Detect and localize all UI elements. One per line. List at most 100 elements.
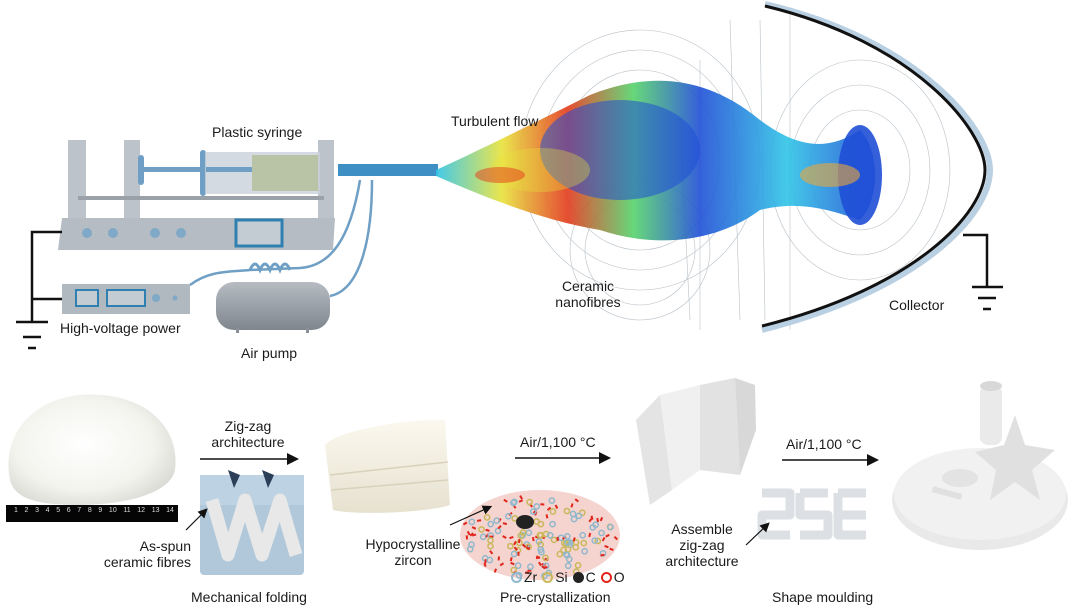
knob xyxy=(82,228,92,238)
atom xyxy=(580,539,588,547)
ruler-tick-label: 8 xyxy=(87,507,92,514)
pump-tube xyxy=(329,179,374,298)
atom xyxy=(513,540,517,546)
annotation-assemble-line3: architecture xyxy=(665,553,739,569)
atom xyxy=(535,556,541,560)
atom xyxy=(525,571,530,575)
atom xyxy=(493,517,501,525)
ruler-tick-label: 5 xyxy=(56,507,61,514)
moulded-products-photo xyxy=(892,381,1068,550)
atom xyxy=(598,529,605,537)
label-collector: Collector xyxy=(889,297,945,313)
atom xyxy=(604,544,609,549)
atom xyxy=(493,568,498,573)
ruler-tick-label: 6 xyxy=(66,507,71,514)
atom xyxy=(538,561,542,567)
caption-pre-crystallization: Pre-crystallization xyxy=(500,589,611,605)
atom xyxy=(533,503,541,510)
annotation-as-spun-line2: ceramic fibres xyxy=(103,554,191,570)
atom xyxy=(476,519,482,522)
pointer-assemble xyxy=(745,522,770,546)
ruler-tick-label: 11 xyxy=(123,507,131,514)
ruler-tick-label: 14 xyxy=(166,507,174,514)
annotation-as-spun-line1: As-spun xyxy=(139,538,191,554)
atom xyxy=(574,562,582,569)
atom xyxy=(542,554,549,562)
atom xyxy=(487,537,494,544)
atom xyxy=(570,503,574,508)
atom xyxy=(486,556,494,564)
atom xyxy=(465,535,469,540)
atom xyxy=(468,541,475,548)
label-turbulent-flow: Turbulent flow xyxy=(451,113,539,129)
atom xyxy=(599,516,604,522)
atom xyxy=(613,535,618,541)
atom xyxy=(554,504,559,509)
ruler-tick-label: 4 xyxy=(45,507,50,514)
label-plastic-syringe: Plastic syringe xyxy=(212,124,303,140)
air-pump-tank xyxy=(216,282,330,333)
label-ceramic-line1: Ceramic xyxy=(561,278,615,294)
atom xyxy=(514,562,522,570)
annotation-assemble-line2: zig-zag xyxy=(679,537,725,553)
atom xyxy=(517,538,521,544)
atom xyxy=(550,536,558,544)
atom xyxy=(462,521,468,526)
zigzag-photo xyxy=(636,378,756,505)
annotation-as-spun: As-spun ceramic fibres xyxy=(86,538,191,570)
label-high-voltage-power: High-voltage power xyxy=(60,320,181,336)
atom xyxy=(570,515,578,523)
atom xyxy=(497,556,500,561)
annotation-hypocrystalline-line2: zircon xyxy=(394,552,432,568)
coil-tube xyxy=(248,262,292,274)
atom xyxy=(548,497,556,505)
atom xyxy=(592,521,600,529)
atom xyxy=(542,562,550,570)
ruler-tick-label: 1 xyxy=(14,507,18,514)
atom xyxy=(574,498,579,503)
atom xyxy=(572,537,576,542)
caption-shape-moulding: Shape moulding xyxy=(772,589,874,605)
knob xyxy=(150,228,160,238)
atom xyxy=(483,562,487,567)
atom xyxy=(484,559,487,564)
atom xyxy=(549,508,557,515)
atom xyxy=(541,565,546,570)
pump-display xyxy=(234,218,284,248)
legend-label-o: O xyxy=(613,569,625,585)
atom xyxy=(510,550,518,558)
label-ceramic-nanofibres: Ceramic nanofibres xyxy=(548,278,628,310)
ground-symbol-left xyxy=(16,230,62,350)
atom xyxy=(466,530,471,536)
legend-label-si: Si xyxy=(555,569,568,585)
ruler-tick-label: 13 xyxy=(151,507,160,514)
atom xyxy=(469,532,474,537)
atom xyxy=(556,536,559,542)
atom xyxy=(556,550,564,558)
ruler-tick-label: 9 xyxy=(98,507,103,514)
atom xyxy=(506,542,514,550)
atom xyxy=(502,535,507,539)
zigzag-mould xyxy=(757,488,866,540)
annotation-hypocrystalline-line1: Hypocrystalline xyxy=(365,536,461,552)
atom xyxy=(487,520,495,528)
atom xyxy=(545,514,549,519)
atom xyxy=(540,503,545,506)
atom xyxy=(529,508,537,515)
legend-label-c: C xyxy=(585,569,596,585)
atom xyxy=(536,531,544,539)
atom xyxy=(510,499,517,507)
label-ceramic-line2: nanofibres xyxy=(555,294,621,310)
atom xyxy=(563,551,571,559)
folding-mould xyxy=(200,470,304,575)
arrow-label-air-1: Air/1,100 °C xyxy=(520,434,596,450)
atom xyxy=(588,532,592,538)
atom xyxy=(605,533,610,538)
legend-dot-c xyxy=(572,571,584,583)
atom xyxy=(503,498,508,503)
atom xyxy=(519,529,527,536)
arrow-label-air-2: Air/1,100 °C xyxy=(786,436,862,452)
label-air-pump: Air pump xyxy=(241,345,298,361)
atom xyxy=(510,561,515,566)
